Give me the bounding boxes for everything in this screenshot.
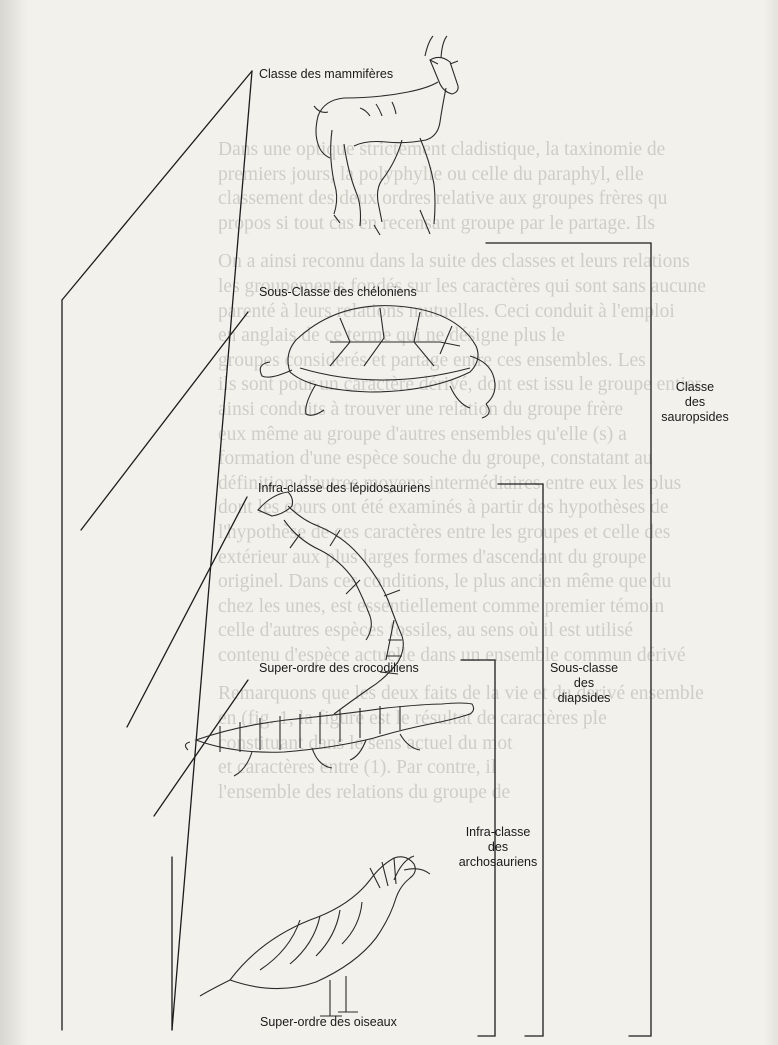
antelope-illustration [314, 36, 458, 235]
label-lepidosauriens: Infra-classe des lépidosauriens [258, 481, 430, 496]
branch-crocodiliens [154, 680, 248, 816]
label-mammiferes: Classe des mammifères [259, 67, 393, 82]
branch-mammiferes [172, 71, 252, 1030]
label-archosauriens: Infra-classe des archosauriens [458, 825, 538, 870]
label-oiseaux: Super-ordre des oiseaux [260, 1015, 397, 1030]
label-diapsides: Sous-classe des diapsides [548, 661, 620, 706]
bird-illustration [200, 856, 430, 1016]
crocodile-illustration [185, 703, 473, 776]
bracket-sauropsides [486, 243, 651, 1036]
lizard-illustration [258, 492, 403, 714]
turtle-illustration [260, 306, 495, 418]
label-crocodiliens: Super-ordre des crocodiliens [259, 661, 419, 676]
bracket-diapsides [498, 484, 543, 1036]
branch-lepidosauriens [127, 497, 247, 727]
label-cheloniens: Sous-Classe des chéloniens [259, 285, 417, 300]
label-sauropsides: Classe des sauropsides [659, 380, 731, 425]
